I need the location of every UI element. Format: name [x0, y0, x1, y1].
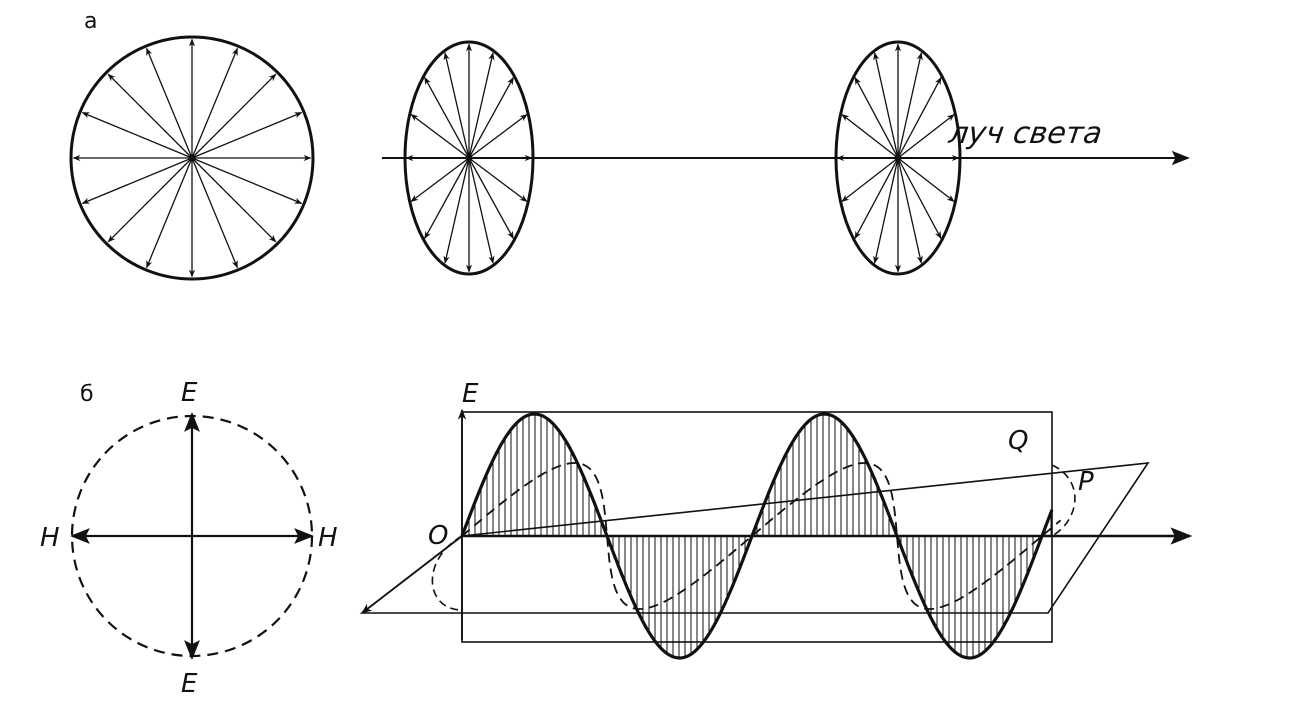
radial-arrow: [873, 52, 899, 159]
center-dot: [188, 154, 196, 162]
radial-arrow: [191, 111, 303, 159]
radial-arrow: [191, 47, 239, 159]
center-dot: [465, 154, 473, 162]
origin-label: O: [428, 521, 448, 551]
radial-arrow: [841, 157, 899, 203]
radial-arrow: [191, 157, 277, 243]
panel-a-unpolarized-light: а луч света: [69, 9, 1190, 281]
ray-label: луч света: [946, 116, 1104, 151]
radial-arrow: [191, 157, 303, 205]
wavefront-ellipse-2: [834, 40, 962, 276]
radial-arrow: [145, 47, 193, 159]
radial-arrow: [854, 76, 899, 159]
radial-arrow: [897, 76, 942, 159]
circle-left-label: H: [40, 523, 60, 553]
circle-bottom-label: E: [181, 669, 198, 699]
radial-arrow: [468, 113, 528, 159]
center-dot: [894, 154, 902, 162]
ellipse-outline: [69, 35, 315, 281]
radial-arrow: [424, 76, 470, 159]
radial-arrow: [841, 113, 899, 159]
radial-arrow: [897, 113, 955, 159]
radial-arrow: [410, 113, 470, 159]
end-arc-left: [431, 535, 463, 611]
radial-arrow: [468, 76, 514, 159]
radial-arrow: [191, 157, 239, 269]
ellipse-outline: [834, 40, 962, 276]
radial-arrow: [443, 157, 470, 264]
end-arc-right: [1051, 464, 1076, 537]
panel-b-label: б: [80, 382, 94, 407]
plane-q-label: Q: [1008, 426, 1028, 456]
radial-arrow: [424, 157, 470, 240]
magnetic-wave-dashed: [461, 462, 1062, 610]
radial-arrow: [468, 157, 495, 264]
radial-arrow: [897, 157, 942, 240]
ellipse-outline: [403, 40, 535, 276]
radial-arrow: [145, 157, 193, 269]
wavefront-ellipse-1: [403, 40, 535, 276]
radial-arrow: [897, 157, 955, 203]
plane-p-label: P: [1078, 467, 1094, 497]
panel-a-label: а: [84, 9, 97, 34]
radial-arrow: [897, 157, 923, 264]
radial-arrow: [81, 157, 193, 205]
radial-arrow: [468, 157, 514, 240]
radial-arrow: [468, 157, 528, 203]
h-axis-arrow: [361, 535, 463, 614]
unpolarized-circle: [69, 35, 315, 281]
electric-wave-curve: [460, 412, 1054, 660]
radial-arrow: [410, 157, 470, 203]
radial-arrow: [873, 157, 899, 264]
circle-right-label: H: [318, 523, 338, 553]
wave-axis-label: E: [462, 379, 479, 409]
radial-arrow: [443, 52, 470, 159]
radial-arrow: [81, 111, 193, 159]
circle-top-label: E: [181, 378, 198, 408]
radial-arrow: [468, 52, 495, 159]
radial-arrow: [897, 52, 923, 159]
radial-arrow: [107, 73, 193, 159]
radial-arrow: [191, 73, 277, 159]
radial-arrow: [107, 157, 193, 243]
panel-b-polarized-wave: б E E H H E O Q P: [40, 378, 1193, 699]
radial-arrow: [854, 157, 899, 240]
